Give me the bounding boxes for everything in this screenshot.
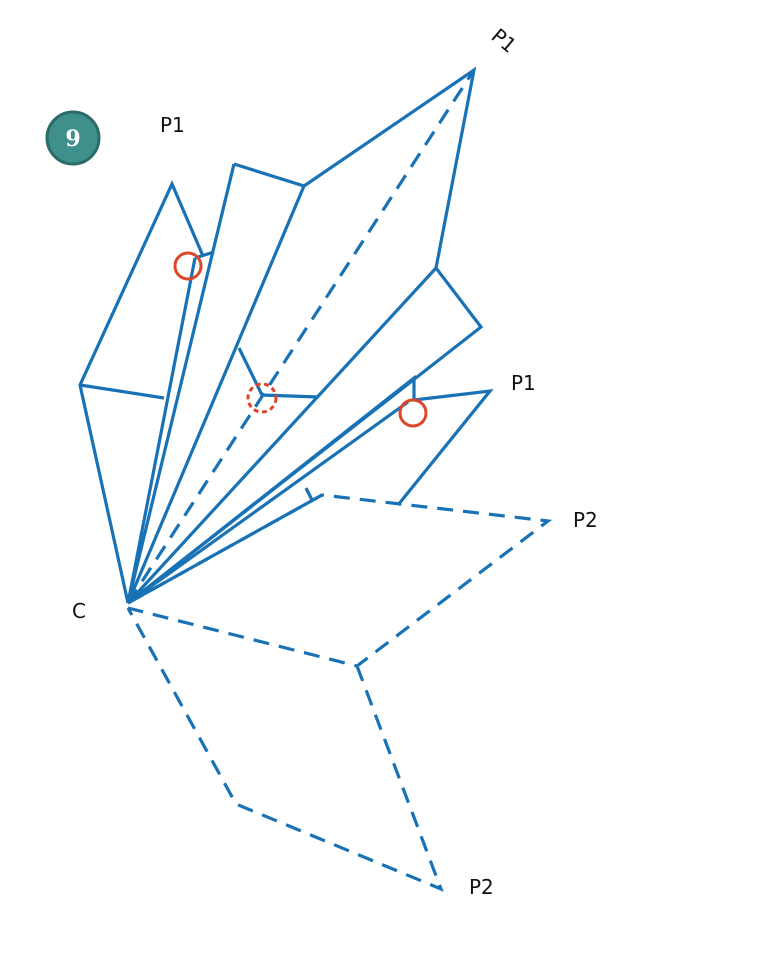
left-flap-inner-edge [126, 257, 197, 604]
solid-lines [78, 66, 494, 605]
label-p2-lower: P2 [469, 875, 494, 899]
right-flap-inner-edge [127, 400, 409, 605]
step-badge-circle [45, 110, 101, 166]
right-flap-outline [396, 388, 494, 507]
right-flap-upper-edge [127, 374, 416, 605]
left-flap-crease [79, 383, 165, 400]
dashed-lines [126, 69, 553, 892]
main-panel-inner-crease [126, 266, 438, 605]
marker-circle-center [246, 382, 278, 414]
dashed-lower-flap [126, 607, 444, 892]
label-center: C [72, 599, 86, 623]
label-p1-top-left: P1 [160, 113, 185, 137]
dashed-diagonal [126, 69, 476, 604]
step-number: 9 [65, 126, 80, 152]
second-panel-outline [126, 162, 307, 604]
markers [173, 251, 428, 428]
label-p1-top-right: P1 [487, 23, 521, 57]
marker-circle-left [173, 251, 203, 281]
label-p2-upper: P2 [573, 508, 598, 532]
step-badge: 9 [45, 110, 101, 166]
left-flap-outline [78, 180, 205, 604]
marker-circle-right [398, 398, 428, 428]
label-p1-middle: P1 [511, 371, 536, 395]
second-panel-left-edge [126, 163, 236, 604]
dashed-upper-flap [127, 493, 553, 668]
lower-fan-tick [304, 487, 314, 501]
